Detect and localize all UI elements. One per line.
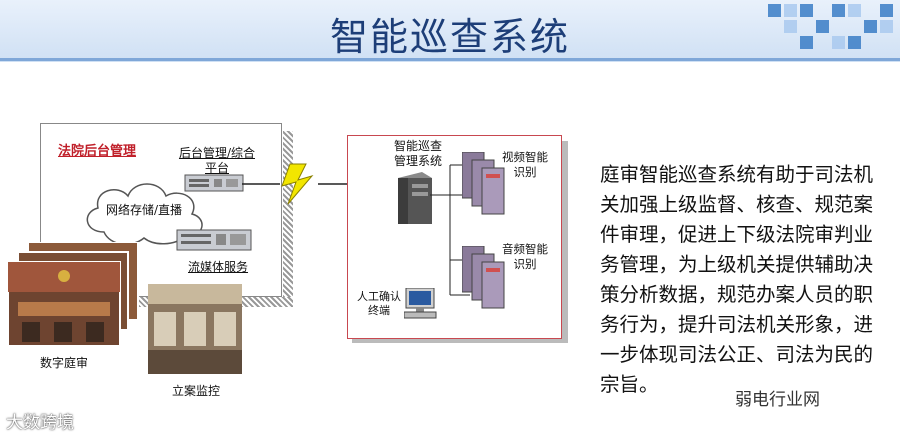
page-title: 智能巡查系统 xyxy=(0,6,900,61)
watermark-right: 弱电行业网 xyxy=(735,385,820,410)
watermark-left: 大数跨境 xyxy=(6,408,74,433)
description-text: 庭审智能巡查系统有助于司法机关加强上级监督、核查、规范案件审理，促进上下级法院审… xyxy=(600,160,890,400)
audio-recognition-label: 音频智能识别 xyxy=(502,242,548,272)
link-lightning xyxy=(242,162,354,206)
streaming-service-label: 流媒体服务 xyxy=(188,258,248,275)
rack-server-icon xyxy=(176,229,252,251)
court-backend-label: 法院后台管理 xyxy=(58,140,136,159)
case-filing-label: 立案监控 xyxy=(172,382,220,399)
digital-court-label: 数字庭审 xyxy=(40,354,88,371)
computer-terminal-icon xyxy=(404,288,438,320)
courtroom-photo xyxy=(8,242,140,350)
audio-server-icon xyxy=(462,246,506,310)
manual-confirm-label: 人工确认终端 xyxy=(356,290,402,318)
box-shadow xyxy=(283,131,293,303)
header-divider xyxy=(0,58,900,61)
box-shadow xyxy=(562,141,568,341)
network-storage-label: 网络存储/直播 xyxy=(106,201,182,218)
video-recognition-label: 视频智能识别 xyxy=(502,150,548,180)
video-server-icon xyxy=(462,152,506,216)
tower-server-icon xyxy=(398,172,432,224)
rack-server-icon xyxy=(184,174,244,192)
case-filing-photo xyxy=(148,284,242,374)
